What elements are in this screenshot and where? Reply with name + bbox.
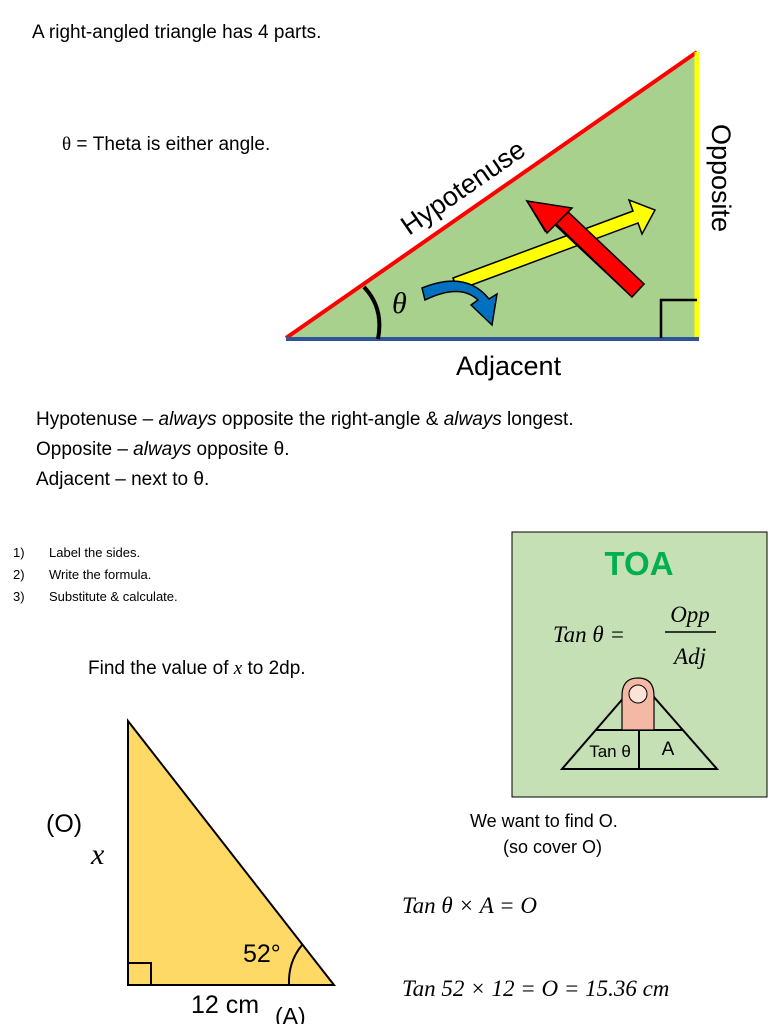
label-x: x [90,838,105,871]
theta-symbol: θ [62,134,72,155]
list-item: 1)Label the sides. [13,545,141,560]
intro-title: A right-angled triangle has 4 parts. [32,22,322,43]
theta-note: θ = Theta is either angle. [62,134,270,156]
finger-icon [621,677,655,731]
list-item: 2)Write the formula. [13,567,152,582]
want-line-1: We want to find O. [470,811,618,831]
theta-label: θ [392,287,407,320]
formula-cell-left: Tan θ [589,742,631,761]
curved-arrow-icon [421,280,499,327]
list-item: 3)Substitute & calculate. [13,589,178,604]
toa-heading: TOA [604,545,673,582]
base-length-label: 12 cm [191,991,259,1019]
problem-angle-arc [287,944,303,986]
theta-arc [362,285,382,340]
equation-general: Tan θ × A = O [402,893,538,918]
red-arrow-head [525,200,574,235]
adjacent-label: Adjacent [456,351,562,381]
definition-adjacent: Adjacent – next to θ. [36,469,210,490]
label-o: (O) [46,810,82,838]
yellow-arrow-icon [452,198,657,291]
label-a: (A) [275,1003,306,1024]
problem-prompt: Find the value of x to 2dp. [88,658,306,679]
problem-angle-label: 52° [243,940,281,968]
problem-right-angle-marker [128,962,152,985]
theta-note-text: Theta is either angle. [92,134,271,155]
toa-denominator: Adj [672,644,706,669]
equation-substituted: Tan 52 × 12 = O = 15.36 cm [402,976,670,1001]
definition-hypotenuse: Hypotenuse – always opposite the right-a… [36,409,574,430]
toa-numerator: Opp [670,602,710,627]
definitions: Hypotenuse – always opposite the right-a… [36,405,574,495]
toa-formula-lhs: Tan θ = [553,622,625,647]
theta-equals: = [76,134,88,155]
formula-cell-right: A [662,739,675,760]
hypotenuse-side [284,50,699,340]
definition-opposite: Opposite – always opposite θ. [36,439,290,460]
problem-triangle [127,718,337,986]
solution-note: We want to find O. (so cover O) [470,808,618,860]
opposite-label: Opposite [706,124,736,232]
right-angle-marker [659,298,697,338]
want-line-2: (so cover O) [503,837,603,857]
steps-list: 1)Label the sides. 2)Write the formula. … [13,542,178,608]
